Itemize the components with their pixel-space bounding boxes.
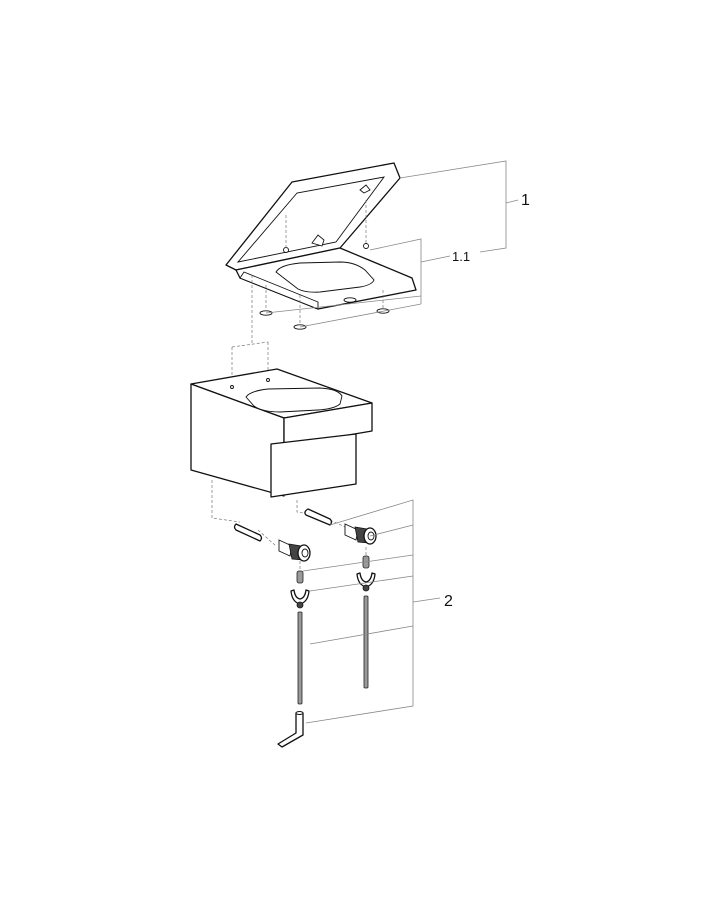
set-screws [296, 555, 370, 584]
callout-1-1-label: 1.1 [452, 249, 470, 264]
knurled-nuts [278, 523, 377, 562]
u-clips [290, 572, 376, 609]
callout-2-leaders [302, 499, 441, 724]
callout-1-label: 1 [521, 192, 530, 209]
lid [225, 162, 401, 271]
callout-1-leaders [265, 160, 519, 328]
toilet-bowl [190, 368, 373, 498]
threaded-rods [297, 595, 369, 705]
pins [233, 508, 333, 542]
seat [235, 243, 417, 310]
callout-2-label: 2 [444, 593, 453, 610]
allen-key [277, 711, 304, 748]
